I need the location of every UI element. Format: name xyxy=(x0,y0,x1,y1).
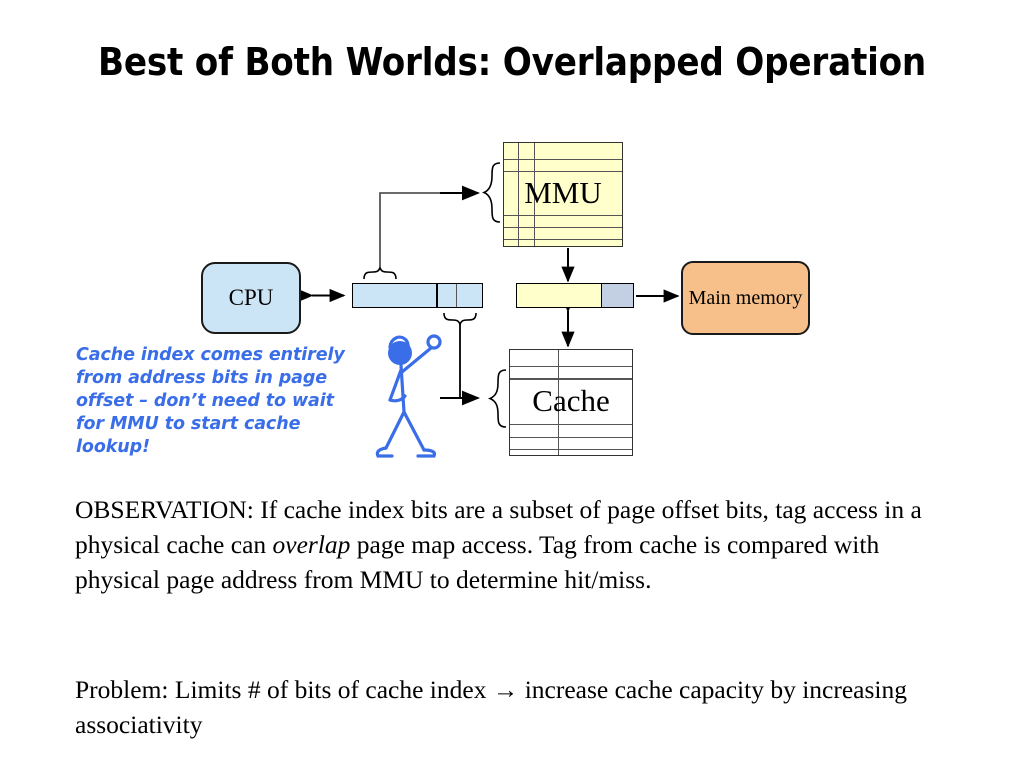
observation-emphasis: overlap xyxy=(272,530,351,560)
architecture-diagram: CPU MMU Cache Main memory Cache index co… xyxy=(76,142,810,459)
arrow-offset-to-cache xyxy=(440,324,480,406)
annotation-line: from address bits in page xyxy=(76,368,328,389)
observation-text-part2: page map access. Tag from cache is compa… xyxy=(75,530,880,595)
mmu-label: MMU xyxy=(524,175,602,210)
brace-page-offset xyxy=(443,312,477,328)
annotation-line: Cache index comes entirely xyxy=(76,345,345,365)
cache-label: Cache xyxy=(532,383,610,418)
annotation-line: offset – don’t need to wait xyxy=(76,391,334,412)
annotation-line: lookup! xyxy=(76,437,150,458)
virtual-address-bar[interactable] xyxy=(352,283,483,308)
annotation-line: for MMU to start cache xyxy=(76,414,301,435)
brace-mmu-input xyxy=(481,162,501,223)
observation-paragraph: OBSERVATION: If cache index bits are a s… xyxy=(75,492,955,598)
problem-paragraph: Problem: Limits # of bits of cache index… xyxy=(75,675,907,740)
address-divider-major xyxy=(436,284,438,307)
page-title: Best of Both Worlds: Overlapped Operatio… xyxy=(97,40,927,84)
mmu-box[interactable]: MMU xyxy=(503,142,623,247)
physical-page-number-segment xyxy=(517,284,602,307)
cache-box[interactable]: Cache xyxy=(509,349,633,456)
address-divider-minor xyxy=(456,284,457,307)
arrow-vpn-to-mmu xyxy=(379,185,480,268)
diagram-connectors xyxy=(297,162,680,458)
brace-cache-input xyxy=(487,369,507,428)
annotation-note: Cache index comes entirely from address … xyxy=(76,344,376,459)
cpu-box[interactable]: CPU xyxy=(201,262,301,334)
physical-address-bar[interactable] xyxy=(516,283,634,308)
main-memory-box[interactable]: Main memory xyxy=(681,261,810,335)
observation-text-part1: OBSERVATION: If cache index bits are a s… xyxy=(75,495,922,560)
page-offset-segment xyxy=(602,284,633,307)
stick-figure-icon xyxy=(375,334,442,458)
brace-virtual-page-number xyxy=(363,264,397,280)
